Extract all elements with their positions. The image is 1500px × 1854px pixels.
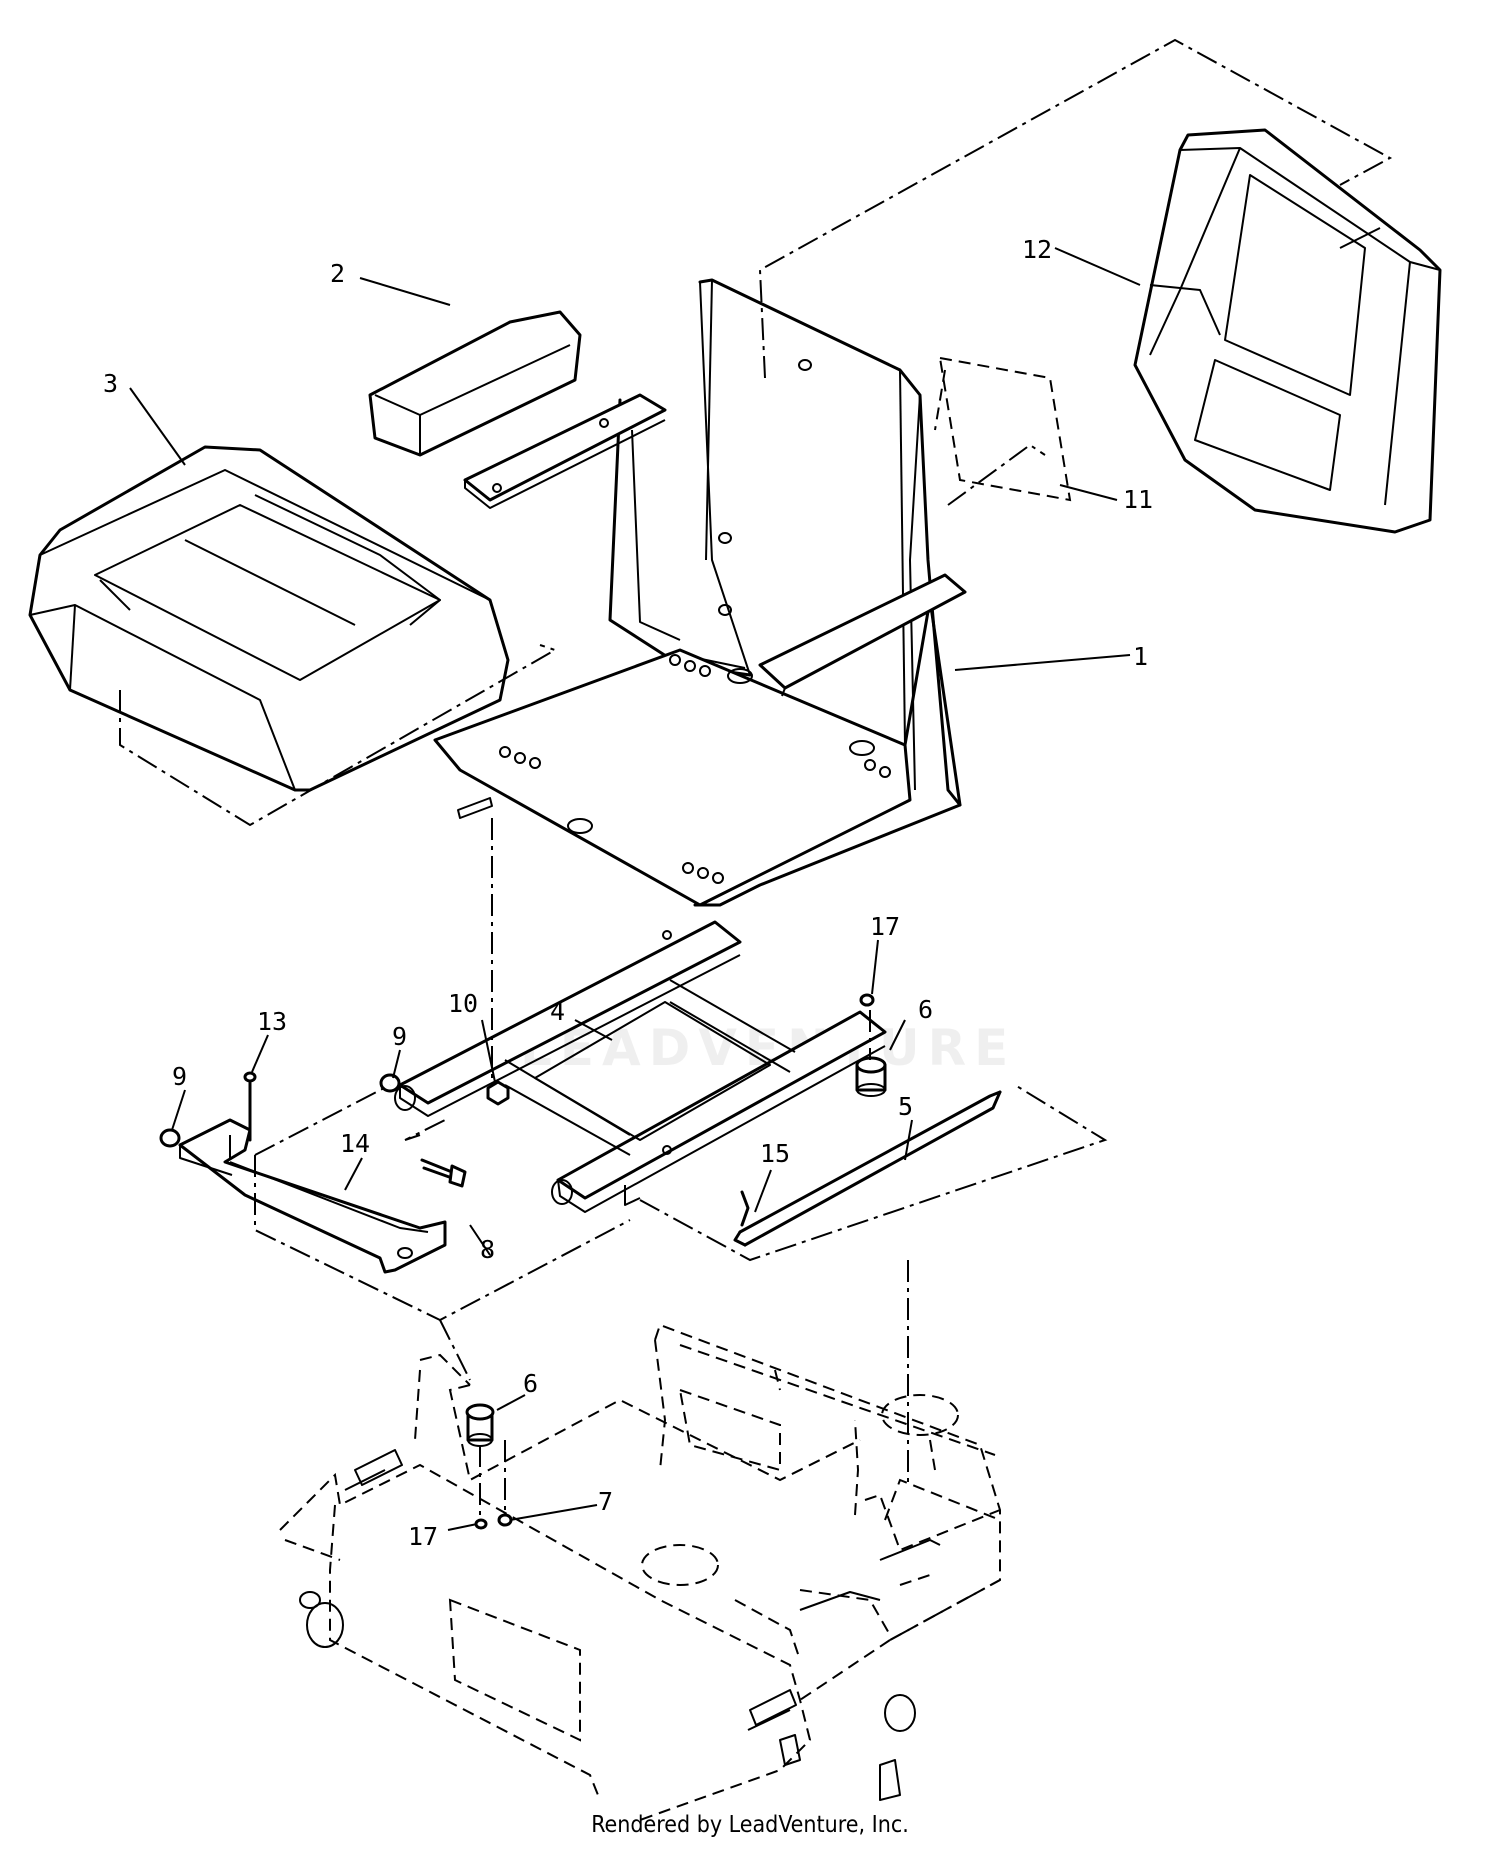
callout-6-lower: 6 [523,1369,538,1398]
latch-rod [733,1090,1002,1247]
mower-chassis [279,1323,1001,1821]
callout-11: 11 [1123,485,1153,514]
callout-15: 15 [760,1139,790,1168]
callout-17-upper: 17 [870,912,900,941]
seat-slide-frame [394,920,887,1213]
callout-17-lower: 17 [408,1522,438,1551]
callout-5: 5 [898,1092,913,1121]
callout-10: 10 [448,989,478,1018]
decal-outline [934,356,1072,502]
callout-14: 14 [340,1129,370,1158]
callout-12: 12 [1022,235,1052,264]
callout-labels: 1 2 3 4 5 6 6 7 8 9 9 10 11 12 13 14 15 … [103,235,1153,1551]
mounting-holes [499,359,891,884]
render-credit: Rendered by LeadVenture, Inc. [591,1812,909,1838]
callout-6-upper: 6 [918,995,933,1024]
callout-3: 3 [103,369,118,398]
callout-7: 7 [598,1487,613,1516]
back-cushion [1133,128,1442,534]
callout-1: 1 [1133,642,1148,671]
callout-8: 8 [480,1235,495,1264]
callout-4: 4 [550,997,565,1026]
release-plate [178,1118,447,1274]
leader-lines [129,247,1141,1531]
armrest [368,310,667,509]
assembly-lines [119,38,1393,1641]
callout-9-left: 9 [172,1062,187,1091]
seat-pan [433,278,967,907]
callout-13: 13 [257,1007,287,1036]
callout-9-upper: 9 [392,1022,407,1051]
callout-2: 2 [330,259,345,288]
bottom-cushion [28,445,510,792]
